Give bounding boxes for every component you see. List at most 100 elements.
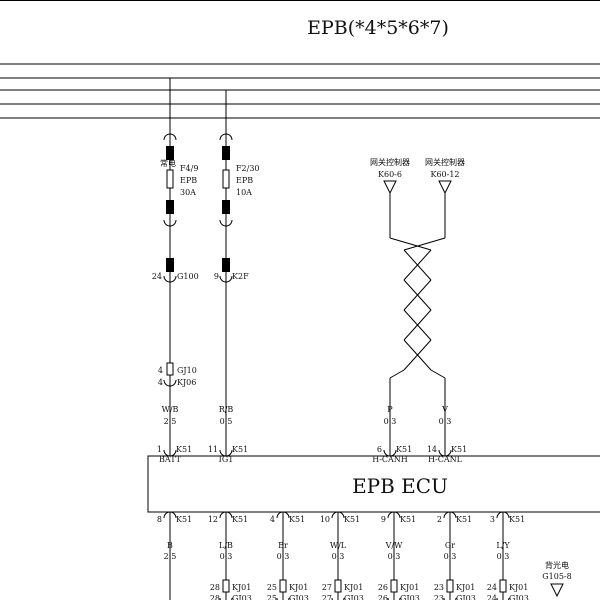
ecu-top-pin-3: 6 (377, 445, 382, 454)
twist (430, 369, 446, 379)
ecu-top-pin-1: 1 (157, 445, 162, 454)
ecu-top-conn-1: K51 (176, 445, 192, 454)
ecu-top-arc-3 (383, 449, 397, 457)
kj-pin-3: 25 (267, 583, 277, 592)
fuse-top-arc-2 (219, 133, 233, 141)
fuse-rating-2: 10A (236, 188, 252, 197)
ecu-bottom-arc-4 (331, 511, 345, 519)
bottom-wire-size-5: 0.3 (388, 552, 401, 561)
ecu-bottom-arc-3 (276, 511, 290, 519)
top-wire-color-4: V (441, 405, 448, 414)
ecu-bottom-arc-7 (496, 511, 510, 519)
gj-pin-3: 25 (267, 594, 277, 600)
kj-splice-7 (499, 579, 507, 593)
bottom-wire-color-2: L/B (219, 541, 233, 550)
bottom-wire-size-4: 0.3 (332, 552, 345, 561)
kj-splice-5 (390, 579, 398, 593)
gj-pin-4: 27 (322, 594, 332, 600)
fuse-bottom-arc-2 (219, 219, 233, 227)
page-title: EPB(*4*5*6*7) (307, 17, 449, 39)
fuse-rating-1: 30A (180, 188, 196, 197)
inline-terminal-2 (222, 258, 230, 272)
twist (403, 339, 432, 371)
top-wire-color-3: P (387, 405, 393, 414)
gateway-triangle-1 (383, 180, 397, 195)
upper-conn-pin-1: 24 (152, 272, 162, 281)
gateway-label-2: 网关控制器 (425, 157, 465, 167)
kj-pin-4: 27 (322, 583, 332, 592)
kj-pin-2: 28 (210, 583, 220, 592)
ecu-bottom-pin-1: 8 (157, 515, 162, 524)
inline-arc-1 (163, 275, 177, 283)
ecu-bottom-pin-2: 12 (208, 515, 218, 524)
gj-name-2: GJ03 (232, 594, 252, 600)
gj-splice-box (166, 362, 174, 376)
bottom-wire-color-5: V/W (385, 541, 403, 550)
bottom-wire-size-6: 0.3 (444, 552, 457, 561)
bottom-wire-size-7: 0.3 (497, 552, 510, 561)
ecu-top-conn-2: K51 (232, 445, 248, 454)
bottom-wire-size-2: 0.3 (220, 552, 233, 561)
ecu-top-arc-2 (219, 449, 233, 457)
gj-name-5: GJ03 (400, 594, 420, 600)
inline-terminal-1 (166, 258, 174, 272)
top-wire-size-4: 0.3 (439, 417, 452, 426)
gj-name-4: GJ03 (344, 594, 364, 600)
ecu-top-signal-2: IG1 (219, 455, 234, 464)
fuse-element-1 (166, 169, 174, 189)
ecu-bottom-pin-5: 9 (381, 515, 386, 524)
kj-name-7: KJ01 (509, 583, 528, 592)
ecu-bottom-arc-6 (443, 511, 457, 519)
kj-name-2: KJ01 (232, 583, 251, 592)
fuse-top-arc-1 (163, 133, 177, 141)
upper-conn-name-1: G100 (177, 272, 199, 281)
top-wire-color-1: W/B (162, 405, 179, 414)
top-wire-size-2: 0.5 (220, 417, 233, 426)
ecu-bottom-conn-4: K51 (344, 515, 360, 524)
fuse-top-terminal-2 (222, 146, 230, 160)
twist (389, 369, 405, 379)
kj-name-6: KJ01 (456, 583, 475, 592)
kj-pin-6: 23 (434, 583, 444, 592)
kj-pin-5: 26 (378, 583, 388, 592)
gj-pin-6: 23 (434, 594, 444, 600)
kj-splice-4 (334, 579, 342, 593)
fuse-sub-1: EPB (180, 176, 197, 185)
ecu-bottom-pin-4: 10 (320, 515, 330, 524)
ecu-top-signal-3: H-CANH (372, 455, 408, 464)
gj-pin-5: 26 (378, 594, 388, 600)
gj-name-3: GJ03 (289, 594, 309, 600)
kj-splice-2 (222, 579, 230, 593)
ecu-top-signal-4: H-CANL (428, 455, 463, 464)
ecu-top-conn-4: K51 (451, 445, 467, 454)
ecu-bottom-pin-6: 2 (437, 515, 442, 524)
kj-pin: 4 (158, 378, 163, 387)
kj-splice-6 (446, 579, 454, 593)
ecu-top-arc-4 (438, 449, 452, 457)
backlight-pin: G105-8 (542, 572, 571, 581)
kj-pin-7: 24 (487, 583, 497, 592)
kj-name-5: KJ01 (400, 583, 419, 592)
bottom-wire-color-6: Gr (445, 541, 455, 550)
ecu-bottom-conn-3: K51 (289, 515, 305, 524)
fuse-top-terminal-1 (166, 146, 174, 160)
ecu-top-conn-3: K51 (396, 445, 412, 454)
backlight-label: 背光电 (545, 560, 569, 570)
bottom-wire-color-4: W/L (330, 541, 347, 550)
bottom-wire-color-7: L/Y (496, 541, 510, 550)
ecu-bottom-conn-1: K51 (176, 515, 192, 524)
fuse-bottom-terminal-2 (222, 200, 230, 214)
ecu-bottom-arc-1 (163, 511, 177, 519)
fuse-bottom-arc-1 (163, 219, 177, 227)
fuse-bottom-terminal-1 (166, 200, 174, 214)
wires-layer (169, 78, 504, 600)
backlight-triangle (550, 583, 564, 598)
bottom-wire-color-3: Br (278, 541, 288, 550)
ecu-top-arc-1 (163, 449, 177, 457)
ecu-bottom-conn-6: K51 (456, 515, 472, 524)
upper-conn-name-2: K2F (232, 272, 249, 281)
ecu-bottom-arc-2 (219, 511, 233, 519)
ecu-box (147, 455, 600, 513)
fuse-name-1: F4/9 (180, 164, 198, 173)
